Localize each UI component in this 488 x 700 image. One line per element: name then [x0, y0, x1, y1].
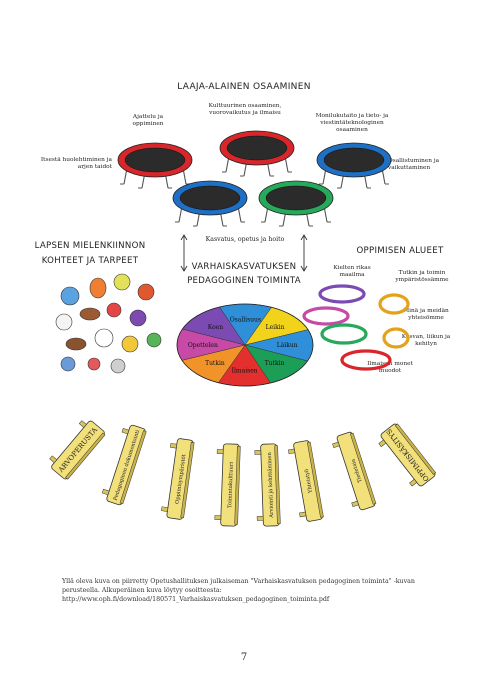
red-ball: [106, 302, 122, 318]
green-balloon: [146, 332, 162, 348]
pokeball: [87, 357, 101, 371]
center-heading-line1: VARHAISKASVATUKSEN: [191, 262, 297, 272]
wheel-segment-label: Tutkin: [205, 360, 225, 367]
trampoline-label-self-care: Itsestä huolehtiminen ja arjen taidot: [40, 157, 112, 170]
source-caption: Yllä oleva kuva on piirretty Opetushalli…: [62, 578, 415, 603]
bench: ARVOPERUSTA: [49, 420, 106, 480]
hoop: [378, 293, 410, 315]
striped-ball: [60, 356, 76, 372]
hoop: [340, 349, 392, 371]
trampoline-blue-lower: [172, 180, 248, 227]
area-label-language: Kielten rikas maailma: [333, 265, 371, 278]
dotted-ball: [110, 358, 126, 374]
center-heading-line2: PEDAGOGINEN TOIMINTA: [187, 276, 301, 286]
white-ball: [55, 313, 73, 331]
toys-and-balls-illustration: [55, 273, 162, 374]
trampoline-blue-right: [316, 142, 392, 189]
orange-egg-ball: [89, 277, 107, 299]
football: [65, 337, 87, 351]
learning-area-hoops: [302, 284, 410, 371]
wheel-segment-label: Tutkin: [265, 360, 285, 367]
bench-label: Toimintakulttuuri: [227, 462, 235, 509]
hoop: [318, 284, 366, 304]
bench: Arviointi ja kehittäminen: [254, 443, 281, 527]
double-arrows: [180, 234, 308, 272]
wheel-segment-label: Osallisuus: [230, 317, 261, 324]
bench: OPPIMISKÄSITYS: [378, 423, 437, 487]
bench-label: Yhteistyö: [304, 468, 314, 494]
right-heading: OPPIMISEN ALUEET: [356, 246, 444, 256]
yellow-balloon: [113, 273, 131, 291]
hoop: [302, 306, 350, 326]
bench: Tiedetaia: [332, 431, 377, 511]
bench: Yhteistyö: [288, 440, 324, 522]
area-label-explore: Tutkin ja toimin ympäristössämme: [395, 270, 449, 283]
page-number: 7: [240, 652, 248, 663]
area-label-community: Minä ja meidän yhteisömme: [403, 308, 449, 321]
purple-ball: [129, 309, 147, 327]
blue-ball: [60, 286, 80, 306]
left-heading-line2: KOHTEET JA TARPEET: [41, 256, 139, 266]
wheel-segment-label: Läikun: [277, 342, 298, 349]
hoop: [320, 323, 368, 345]
area-label-growth: Kasvan, liikun ja kehityn: [401, 334, 451, 347]
wheel-segment-label: Leikin: [266, 324, 285, 331]
bench-label: OPPIMISKÄSITYS: [384, 427, 431, 483]
trampoline-red-center: [219, 130, 295, 177]
trampoline-label-thinking: Ajattelu ja oppiminen: [132, 114, 164, 127]
center-top-label: Kasvatus, opetus ja hoito: [205, 236, 285, 243]
trampoline-red-left: [117, 142, 193, 189]
bench-label: Arviointi ja kehittäminen: [267, 451, 275, 518]
trampoline-label-participation: Osallistuminen ja vaikuttaminen: [388, 158, 440, 171]
bench: Oppimisympäristöt: [161, 438, 195, 520]
bench: Toimintakulttuuri: [214, 443, 241, 527]
trampoline-green-lower: [258, 180, 334, 227]
wheel-segment-label: Koen: [208, 324, 223, 331]
tennis-ball: [121, 335, 139, 353]
rugby-ball: [79, 307, 101, 321]
left-heading-line1: LAPSEN MIELENKIINNON: [34, 241, 146, 251]
soccer-ball: [94, 328, 114, 348]
basketball: [137, 283, 155, 301]
wheel-segment-label: Ilmaisen: [232, 367, 258, 374]
hoop: [382, 327, 410, 349]
trampoline-label-multiliteracy: Monilukutaito ja tieto- ja viestintätekn…: [315, 113, 389, 133]
bench: Pedagoginen dokumentointi: [101, 424, 147, 506]
trampoline-label-culture: Kulttuurinen osaaminen, vuorovaikutus ja…: [208, 103, 282, 116]
wheel-segment-label: Opettelen: [188, 342, 218, 349]
area-label-expression: Ilmaisun monet muodot: [367, 361, 413, 374]
page-title: LAAJA-ALAINEN OSAAMINEN: [177, 82, 311, 92]
